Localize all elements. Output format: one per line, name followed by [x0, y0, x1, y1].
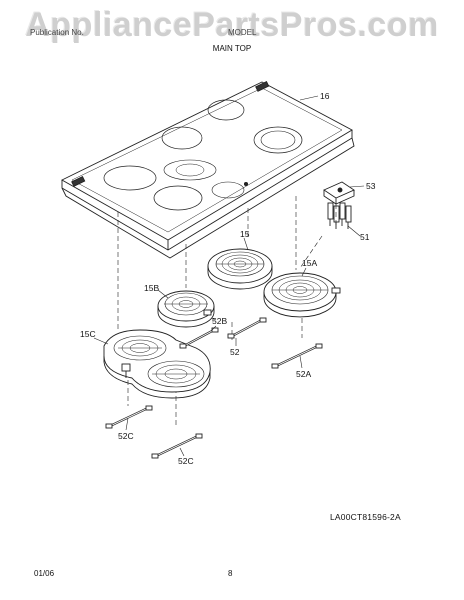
element-15[interactable] [207, 248, 273, 290]
element-15a[interactable] [263, 272, 341, 318]
element-connectors[interactable] [327, 202, 352, 229]
publication-label: Publication No. [30, 28, 84, 37]
wire-lead-52b[interactable] [179, 327, 219, 349]
callout-53[interactable]: 53 [366, 181, 376, 191]
callout-52a[interactable]: 52A [296, 369, 311, 379]
wire-lead-52a[interactable] [271, 343, 323, 369]
section-title: MAIN TOP [212, 44, 252, 53]
main-top-glass[interactable] [61, 80, 355, 259]
wire-lead-52c-lower[interactable] [151, 433, 203, 459]
callout-15c[interactable]: 15C [80, 329, 96, 339]
wire-lead-52c-upper[interactable] [105, 405, 153, 429]
wire-lead-52[interactable] [227, 317, 267, 339]
illustration-code: LA00CT81596-2A [330, 512, 401, 522]
callout-15[interactable]: 15 [240, 229, 250, 239]
callout-52c-upper[interactable]: 52C [118, 431, 134, 441]
callout-52b[interactable]: 52B [212, 316, 227, 326]
callout-51[interactable]: 51 [360, 232, 370, 242]
switch-bracket[interactable] [323, 181, 355, 205]
footer-page-number: 8 [228, 569, 233, 578]
model-label: MODEL [228, 28, 257, 37]
callout-15b[interactable]: 15B [144, 283, 159, 293]
callout-52c-lower[interactable]: 52C [178, 456, 194, 466]
callout-16[interactable]: 16 [320, 91, 330, 101]
callout-52[interactable]: 52 [230, 347, 240, 357]
footer-date: 01/06 [34, 569, 55, 578]
callout-15a[interactable]: 15A [302, 258, 317, 268]
element-15b[interactable] [157, 290, 215, 328]
